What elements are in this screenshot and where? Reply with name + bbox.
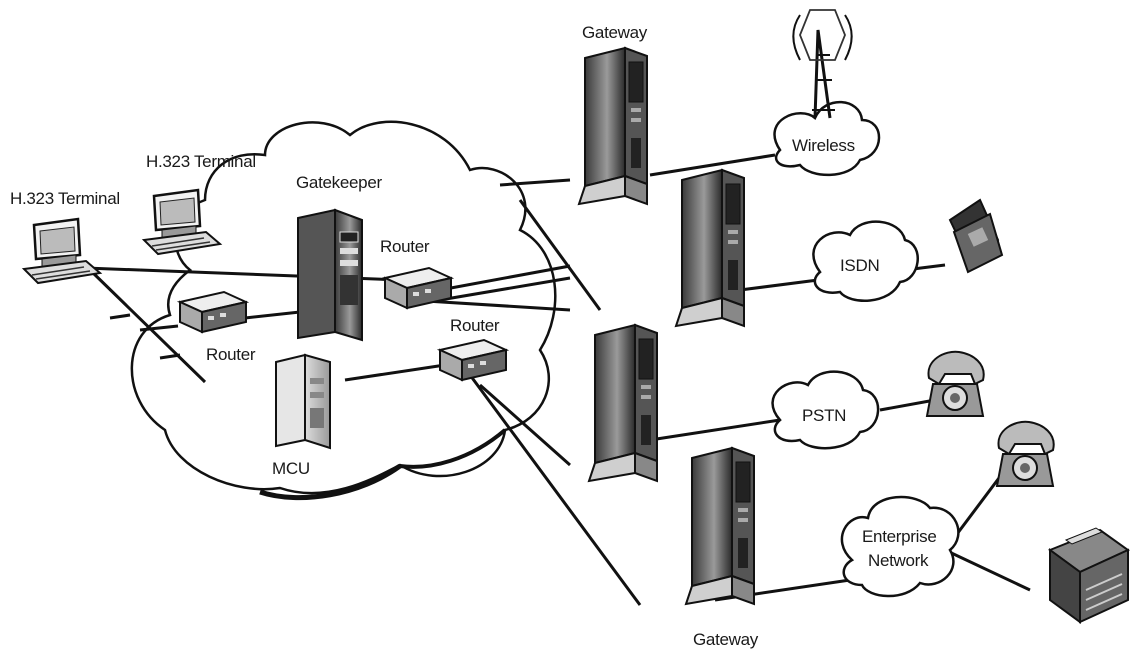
wireless-cloud [773, 100, 881, 177]
enterprise-label-line2: Network [868, 551, 929, 570]
h323-terminal-left-label: H.323 Terminal [10, 189, 120, 208]
router-top-label: Router [380, 237, 430, 256]
fax-machine-icon [1047, 527, 1130, 624]
gateway-bottom-label: Gateway [693, 630, 759, 649]
gatekeeper-server-icon [297, 208, 363, 342]
pstn-cloud [771, 370, 880, 450]
isdn-phone-icon [948, 198, 1004, 274]
gateway-top-label: Gateway [582, 23, 648, 42]
gateway-bottom-icon [685, 447, 755, 605]
router-left-label: Router [206, 345, 256, 364]
enterprise-telephone-icon [996, 420, 1055, 487]
h323-terminal-top-label: H.323 Terminal [146, 152, 256, 171]
wireless-tower-icon [792, 9, 853, 119]
gateway-second-icon [675, 169, 745, 327]
isdn-label: ISDN [840, 256, 879, 275]
gateway-top-icon [578, 47, 648, 205]
pstn-telephone-icon [926, 350, 985, 417]
gateway-third-icon [588, 324, 658, 482]
router-mid-label: Router [450, 316, 500, 335]
pstn-label: PSTN [802, 406, 846, 425]
enterprise-label-line1: Enterprise [862, 527, 936, 546]
wireless-label: Wireless [792, 136, 855, 155]
h323-terminal-left-icon [22, 217, 102, 285]
enterprise-network-cloud [840, 495, 960, 598]
gatekeeper-label: Gatekeeper [296, 173, 382, 192]
isdn-cloud [812, 220, 919, 302]
mcu-server-icon [275, 353, 331, 450]
mcu-label: MCU [272, 459, 310, 478]
